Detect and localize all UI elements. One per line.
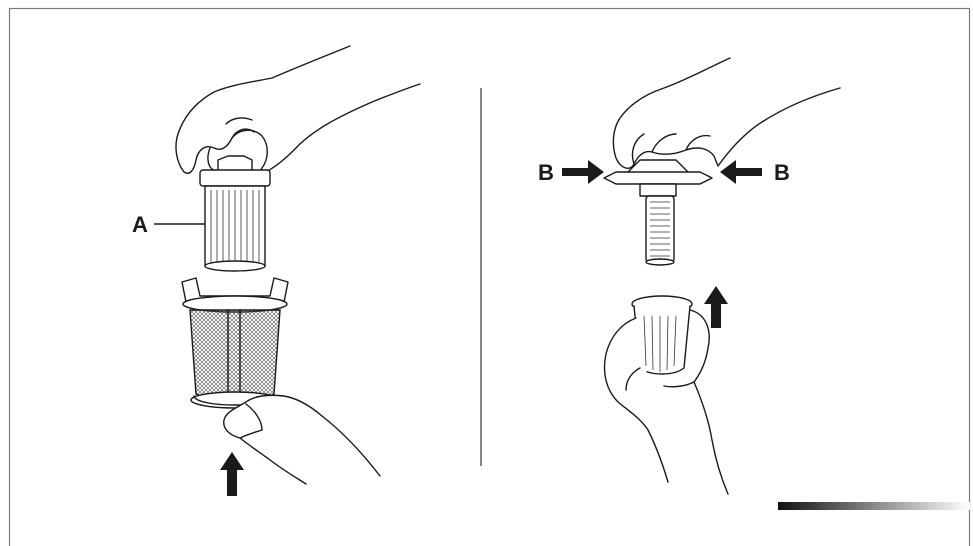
arrow-up-icon xyxy=(220,452,244,496)
bottom-hand-left xyxy=(223,394,381,485)
arrow-up-icon xyxy=(704,286,728,328)
label-b-left: B xyxy=(538,160,554,185)
top-hand-left xyxy=(175,45,421,177)
top-hand-right xyxy=(612,57,841,169)
arrow-left-icon xyxy=(720,160,762,184)
diagram-border xyxy=(8,7,971,546)
decorative-gradient-bar xyxy=(778,502,970,510)
slotted-filter-tube xyxy=(645,195,675,266)
cylindrical-filter-a xyxy=(199,155,271,272)
filter-cap-b xyxy=(603,159,713,197)
arrow-right-icon xyxy=(562,160,604,184)
left-panel-removal: A xyxy=(132,45,421,496)
bottom-hand-right xyxy=(603,309,729,495)
label-a: A xyxy=(132,212,148,237)
right-panel-disassembly: B B xyxy=(538,57,841,495)
mesh-basket-filter xyxy=(181,277,289,409)
label-b-right: B xyxy=(774,160,790,185)
